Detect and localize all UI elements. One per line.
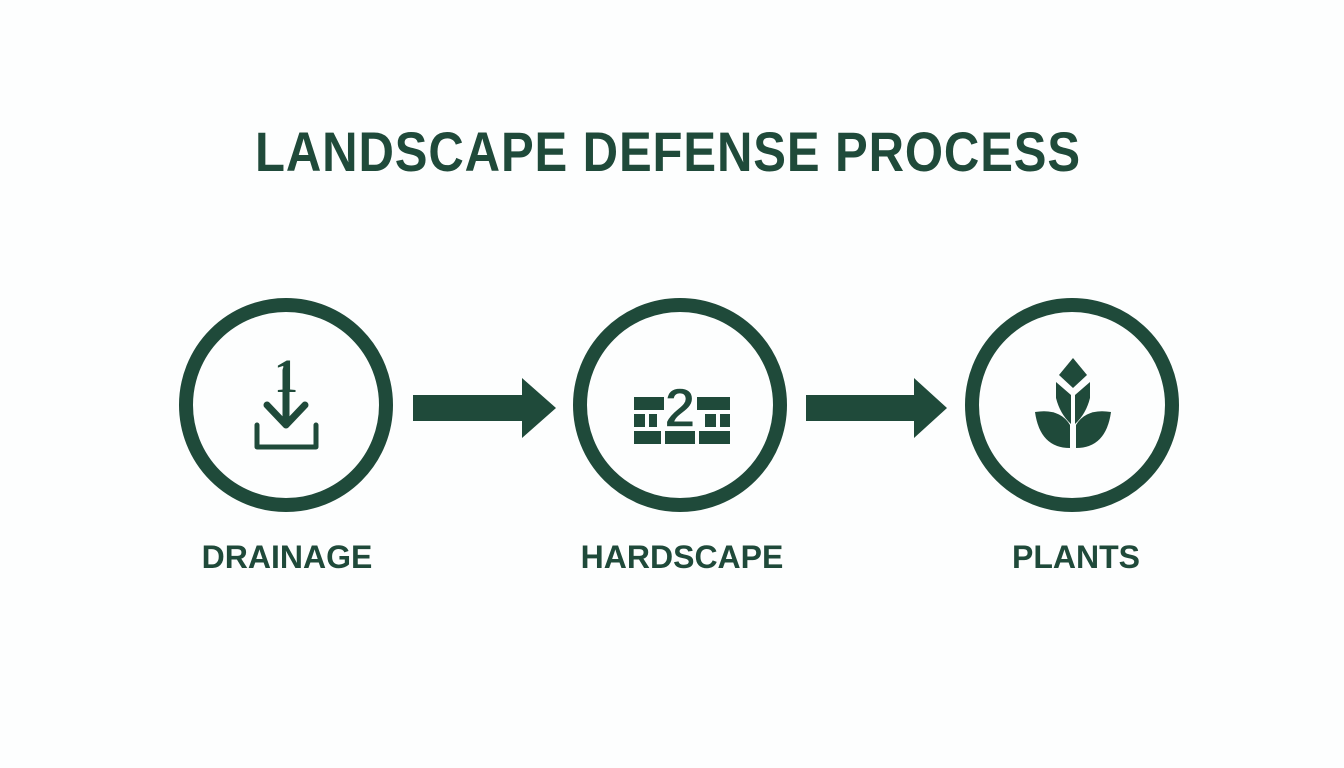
step-number: 2	[664, 376, 695, 439]
arrow-right-icon	[806, 378, 947, 438]
sprout-leaves-icon	[1035, 358, 1111, 448]
step-circle	[965, 298, 1179, 512]
brick-wall-icon: 2	[634, 375, 730, 444]
step-label: PLANTS	[1012, 539, 1140, 575]
step-label: DRAINAGE	[202, 539, 373, 575]
download-tray-icon: 1	[254, 350, 319, 450]
diagram-title: LANDSCAPE DEFENSE PROCESS	[255, 120, 1081, 183]
step-label: HARDSCAPE	[581, 539, 784, 575]
arrow-right-icon	[413, 378, 556, 438]
step-plants: PLANTS	[965, 298, 1179, 575]
step-circle	[179, 298, 393, 512]
step-hardscape: 2 HARDSCAPE	[573, 298, 787, 575]
step-drainage: 1 DRAINAGE	[179, 298, 393, 575]
step-circle	[573, 298, 787, 512]
